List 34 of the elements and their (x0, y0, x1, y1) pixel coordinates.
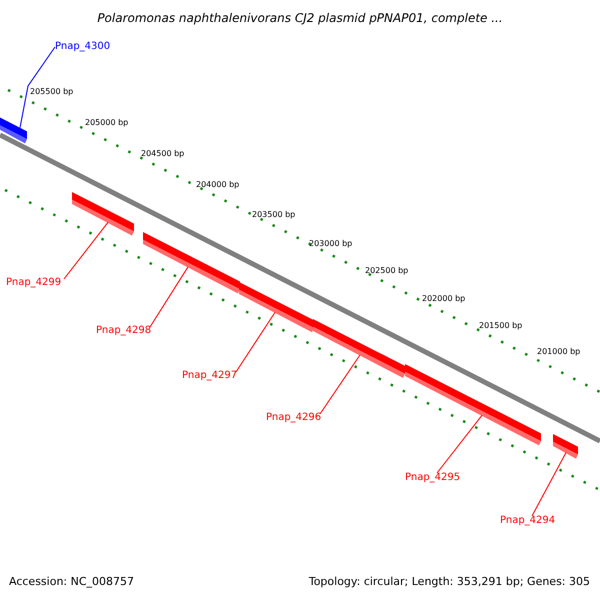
gene-label: Pnap_4299 (6, 277, 62, 289)
leader-line (532, 452, 566, 516)
position-label: 201000 bp (537, 346, 580, 358)
map-title: Polaromonas naphthalenivorans CJ2 plasmid pPNAP01, complete ... (96, 12, 504, 24)
gene-block (405, 364, 541, 446)
position-label: 203000 bp (309, 238, 352, 250)
leader-line (150, 266, 188, 328)
leader-line (320, 354, 360, 414)
gene-block (143, 232, 240, 294)
accession-text: Accession: NC_008757 (9, 576, 134, 588)
gene-label: Pnap_4294 (500, 515, 556, 527)
position-label: 205000 bp (85, 117, 128, 129)
gene-block (239, 282, 314, 332)
gene-block (313, 319, 405, 378)
gene-label: Pnap_4297 (182, 370, 238, 382)
position-label: 202500 bp (365, 265, 408, 277)
gene-block (553, 434, 578, 459)
leader-line (236, 312, 276, 372)
gene-block (72, 192, 134, 236)
leader-line (436, 414, 482, 474)
gene-label: Pnap_4298 (96, 325, 152, 337)
position-label: 201500 bp (479, 320, 522, 332)
gene-label: Pnap_4295 (405, 472, 460, 484)
gene-label: Pnap_4296 (266, 412, 322, 424)
gene-block (0, 115, 27, 144)
position-label: 203500 bp (252, 209, 296, 221)
leader-line (20, 46, 56, 128)
position-label: 204000 bp (196, 179, 240, 191)
leader-line (64, 222, 108, 280)
summary-text: Topology: circular; Length: 353,291 bp; Genes: 305 (308, 576, 590, 588)
position-label: 204500 bp (141, 148, 184, 160)
position-label: 202000 bp (422, 293, 466, 305)
position-label: 205500 bp (30, 86, 74, 98)
gene-label: Pnap_4300 (55, 41, 110, 53)
